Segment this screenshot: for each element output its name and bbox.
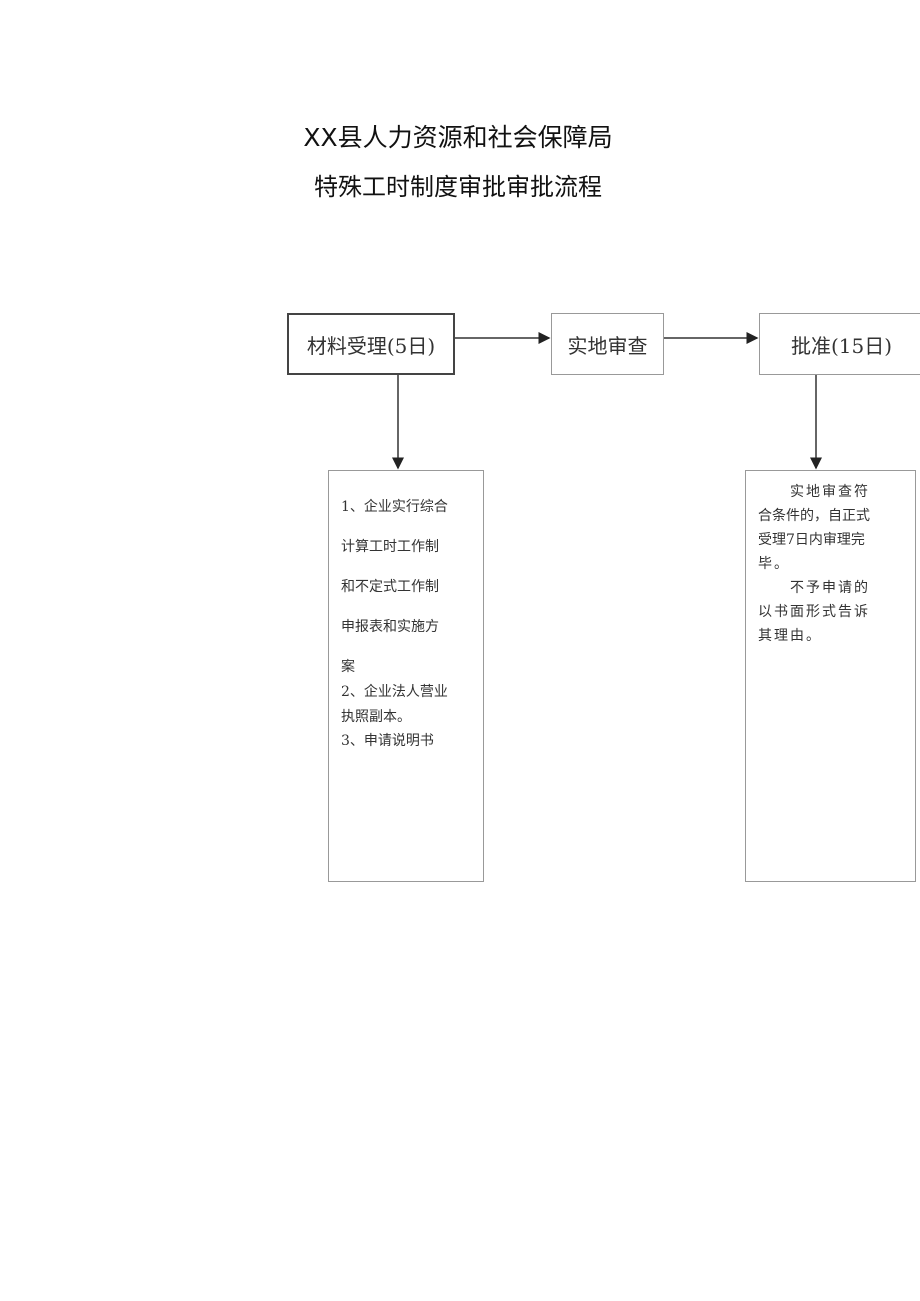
note-line: 1、企业实行综合 (341, 499, 448, 515)
step-label: 材料受理(5日) (306, 333, 436, 358)
note-line: 不予申请的 (790, 580, 870, 596)
note-line: 申报表和实施方 (341, 619, 439, 635)
title-line-1: XX县人力资源和社会保障局 (303, 123, 613, 152)
step-label: 实地审查 (567, 333, 648, 358)
note-line: 受理7日内审理完 (758, 532, 865, 548)
note-line: 毕。 (758, 556, 790, 572)
step-label: 批准(15日) (791, 333, 893, 358)
flow-step-site-inspection: 实地审查 (551, 313, 664, 375)
flow-step-approval: 批准(15日) (759, 313, 920, 375)
note-line: 执照副本。 (341, 709, 411, 725)
note-line: 以书面形式告诉 (758, 604, 870, 620)
note-line: 和不定式工作制 (341, 579, 439, 595)
note-line: 案 (341, 659, 355, 675)
approval-note-box: 实地审查符 合条件的，自正式 受理7日内审理完 毕。 不予申请的 以书面形式告诉… (745, 470, 916, 882)
note-line: 其理由。 (758, 628, 822, 644)
title-line-2: 特殊工时制度审批审批流程 (314, 173, 602, 201)
note-line: 2、企业法人营业 (341, 684, 448, 700)
note-line: 实地审查符 (790, 484, 870, 500)
note-line: 合条件的，自正式 (758, 508, 870, 524)
materials-note-box: 1、企业实行综合 计算工时工作制 和不定式工作制 申报表和实施方 案 2、企业法… (328, 470, 484, 882)
flow-step-material-acceptance: 材料受理(5日) (287, 313, 455, 375)
note-line: 3、申请说明书 (341, 733, 434, 749)
note-line: 计算工时工作制 (341, 539, 439, 555)
